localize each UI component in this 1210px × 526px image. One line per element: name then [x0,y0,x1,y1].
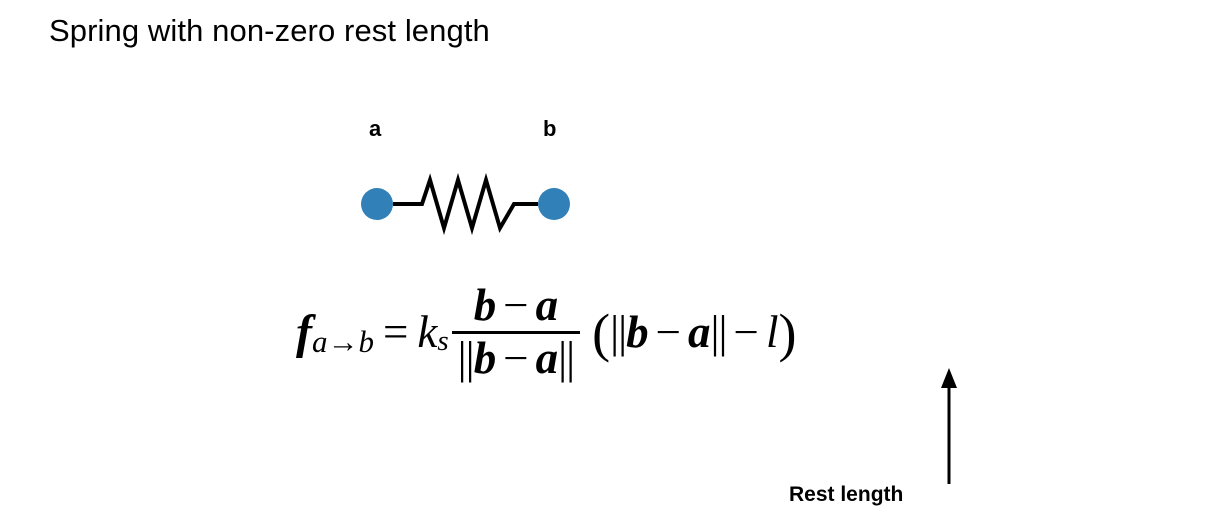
force-subscript: a→b [311,324,374,360]
unit-direction-fraction: b−a ||b−a|| [451,280,581,383]
denominator-minus: − [503,332,529,383]
denominator-norm-close: || [558,332,575,383]
extension-minus: − [733,307,759,358]
particle-a [361,188,393,220]
numerator-minus: − [503,280,529,330]
magnitude-norm-open: || [610,307,627,358]
particle-b [538,188,570,220]
magnitude-b: b [626,307,649,358]
force-symbol: f [296,305,312,359]
rest-length-arrow-icon [941,368,957,484]
paren-open: ( [592,303,611,364]
denominator-norm-open: || [457,332,475,383]
particle-label-a: a [369,116,382,141]
magnitude-minus: − [655,307,682,358]
numerator-a: a [535,280,559,330]
denominator-a: a [535,332,559,383]
fraction-numerator: b−a [468,280,564,331]
magnitude-norm-close: || [710,307,728,358]
stiffness-subscript: s [437,324,449,357]
extension-term: (||b−a||−l) [592,301,796,363]
denominator-b: b [473,332,497,383]
stiffness-symbol: k [417,307,438,358]
particle-label-b: b [543,116,557,141]
paren-close: ) [778,303,797,364]
rest-length-caption: Rest length [789,483,904,506]
page-title: Spring with non-zero rest length [49,13,490,48]
numerator-b: b [473,280,497,330]
spring-graphic [361,172,570,236]
fraction-denominator: ||b−a|| [451,330,581,383]
magnitude-a: a [688,307,711,358]
equals-sign: = [382,307,409,358]
spring-coil-path [393,172,538,236]
rest-length-symbol: l [765,307,779,358]
spring-diagram: a b [340,110,590,240]
spring-force-equation: f a→b = k s b−a ||b−a|| (||b−a||−l) [296,280,796,383]
